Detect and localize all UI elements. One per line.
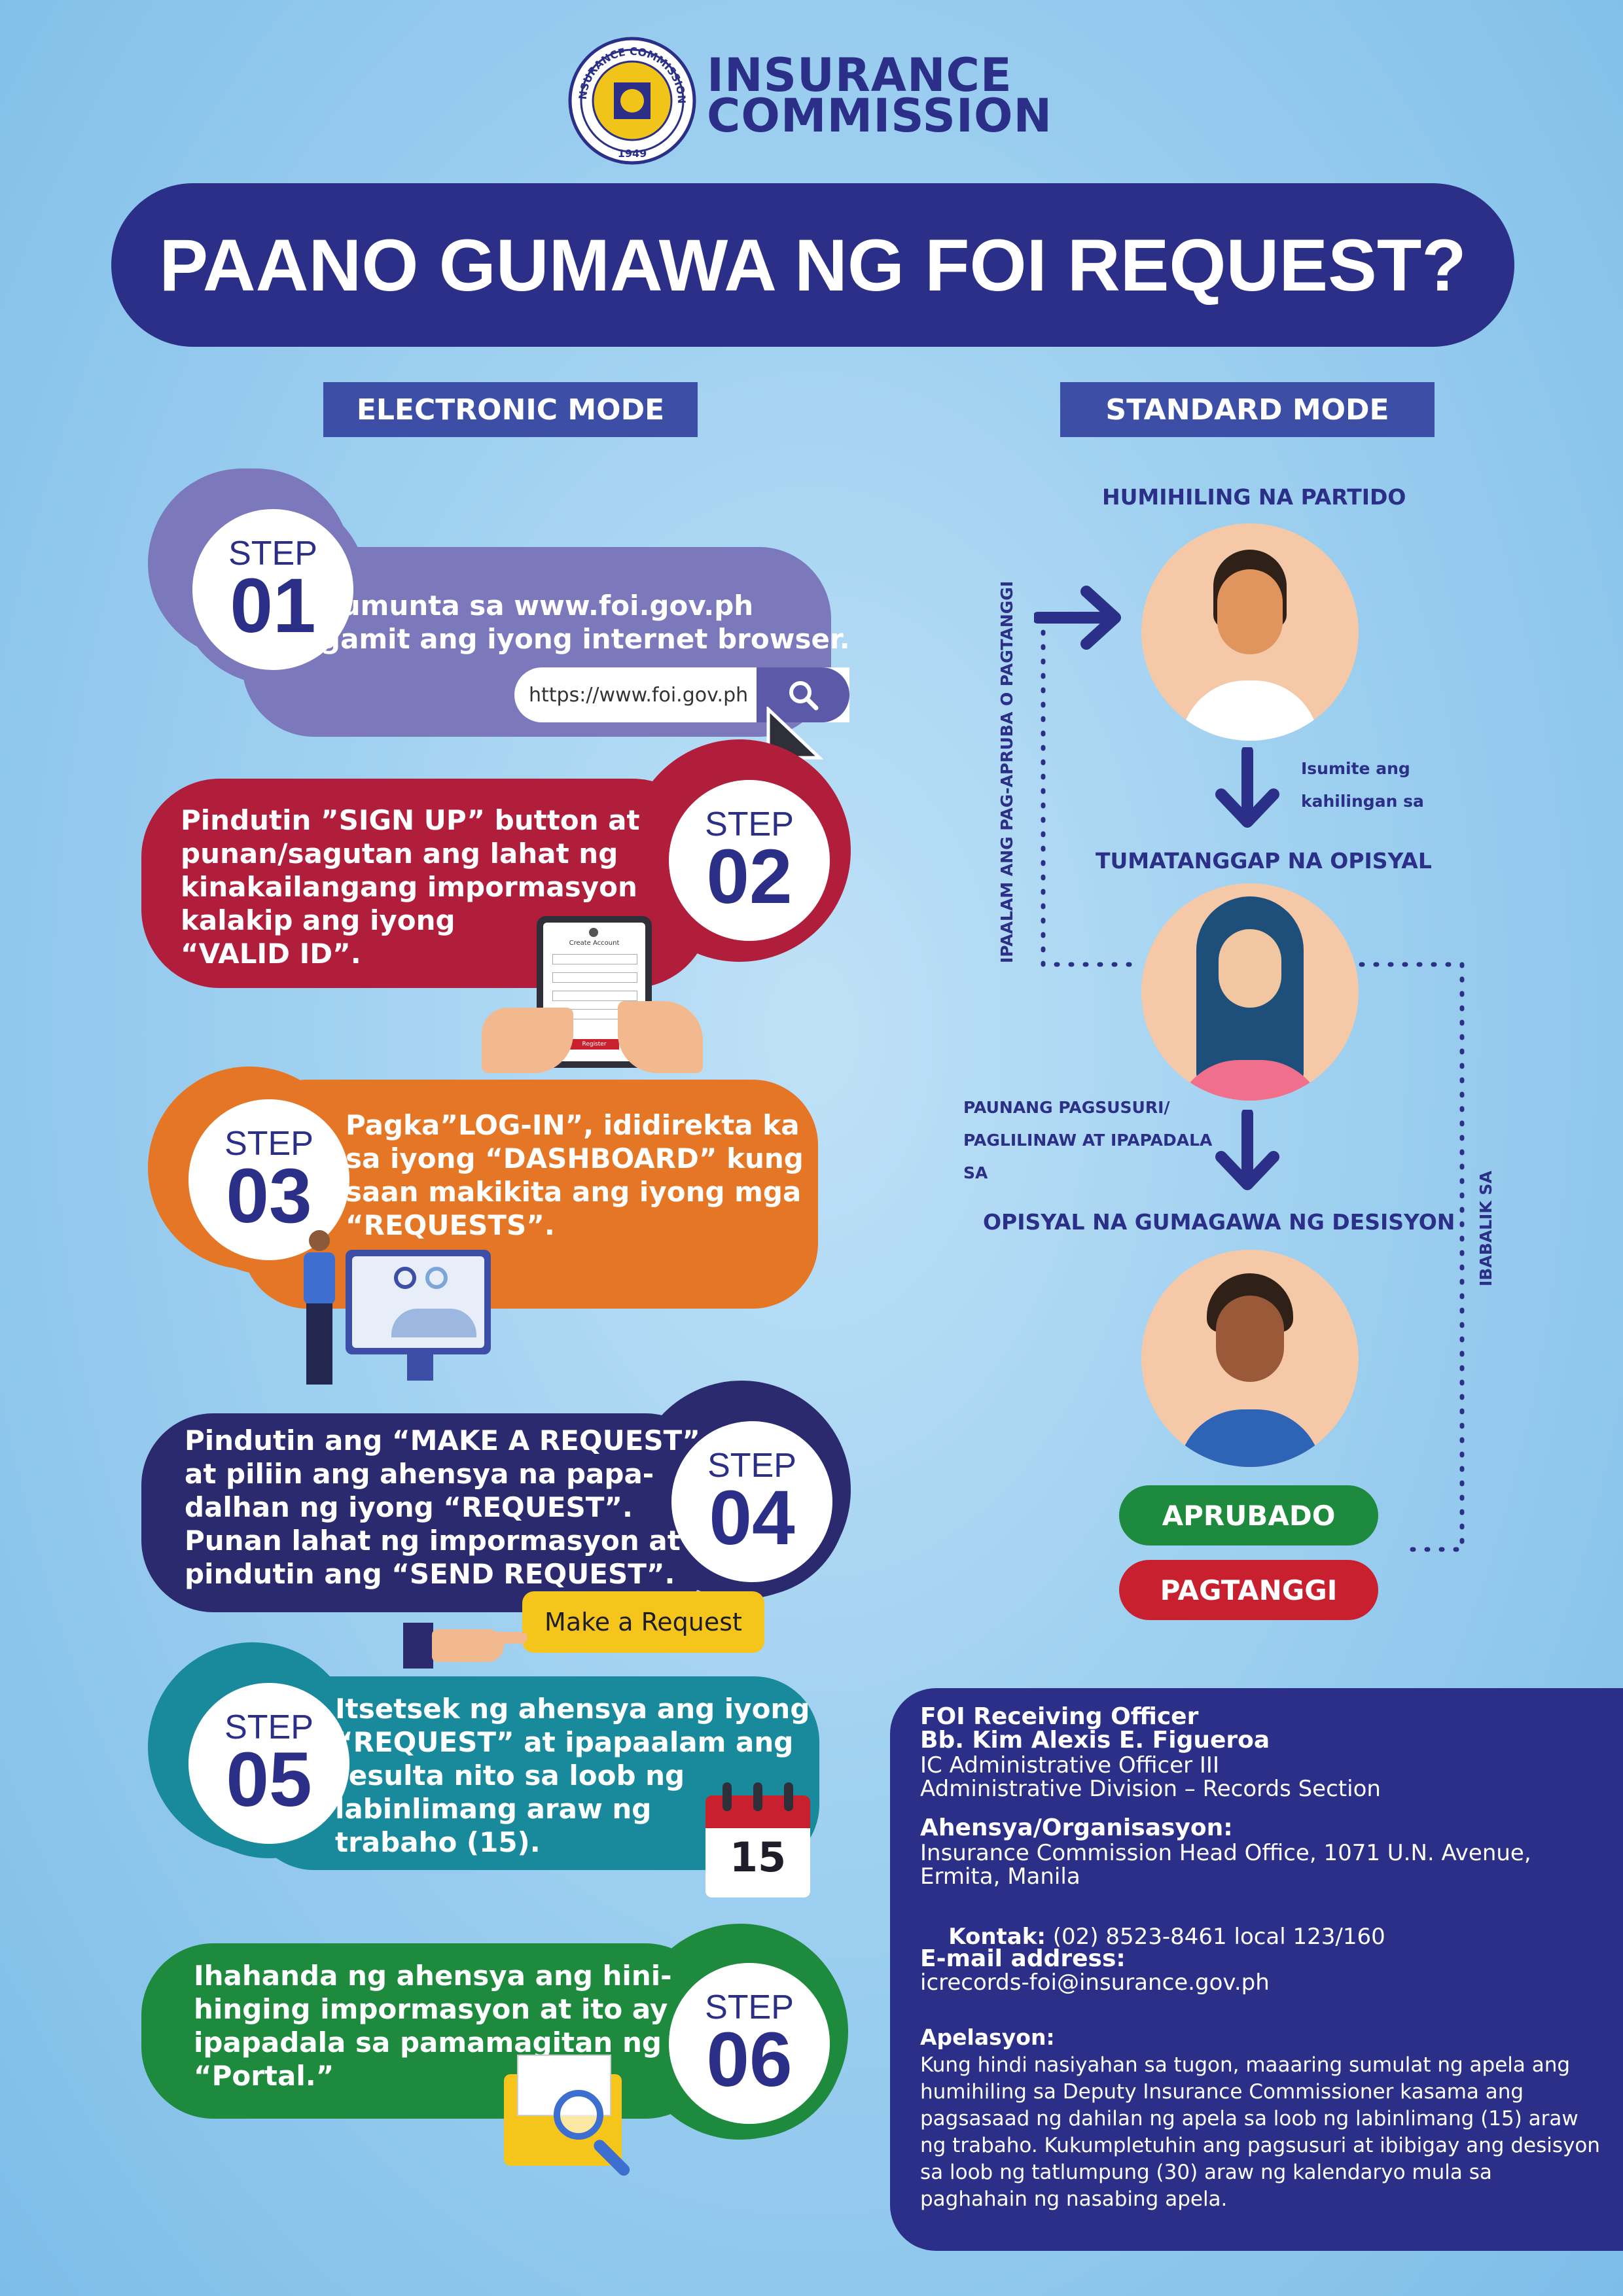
step-03-text: Pagka”LOG-IN”, ididirekta ka sa iyong “D… bbox=[346, 1109, 804, 1241]
flow-connector-lines bbox=[1041, 615, 1465, 1552]
step-04-panel-body bbox=[141, 1413, 717, 1612]
tablet-field bbox=[552, 972, 637, 983]
step-05-number: 05 bbox=[226, 1737, 312, 1823]
tablet-submit-button: Register bbox=[569, 1039, 619, 1050]
make-a-request-button[interactable]: Make a Request bbox=[522, 1591, 764, 1653]
folder-magnifier-illustration bbox=[491, 2048, 641, 2179]
chart-ring-icon bbox=[425, 1267, 448, 1289]
receiving-officer-avatar bbox=[1141, 883, 1359, 1101]
denied-status: PAGTANGGI bbox=[1119, 1560, 1378, 1620]
step-06-badge: STEP 06 bbox=[654, 1949, 844, 2138]
appeal-heading: Apelasyon: bbox=[920, 2024, 1055, 2050]
step-02-word: STEP bbox=[705, 805, 794, 843]
requesting-party-label: HUMIHILING NA PARTIDO bbox=[1102, 484, 1406, 510]
org-name-line2: COMMISSION bbox=[707, 89, 1053, 143]
standard-mode-label: STANDARD MODE bbox=[1060, 382, 1435, 437]
step-02-text: Pindutin ”SIGN UP” button at punan/sagut… bbox=[181, 804, 640, 970]
chart-area-icon bbox=[391, 1309, 476, 1337]
step-04-number: 04 bbox=[709, 1475, 795, 1561]
arrow-down-icon bbox=[1215, 1110, 1279, 1190]
svg-text:1949: 1949 bbox=[618, 147, 647, 160]
calendar-day: 15 bbox=[729, 1833, 787, 1881]
person-standing-illustration bbox=[300, 1230, 339, 1387]
contact-value: (02) 8523-8461 local 123/160 bbox=[1045, 1924, 1385, 1950]
return-vertical-label: IBABALIK SA bbox=[1476, 1171, 1495, 1286]
officer-title: IC Administrative Officer III bbox=[920, 1752, 1219, 1778]
foi-contact-info-box: FOI Receiving Officer Bb. Kim Alexis E. … bbox=[890, 1688, 1623, 2251]
step-05-text: Itsetsek ng ahensya ang iyong “REQUEST” … bbox=[335, 1693, 810, 1858]
decision-officer-label: OPISYAL NA GUMAGAWA NG DESISYON bbox=[983, 1209, 1455, 1235]
submit-note: Isumite ang kahilingan sa bbox=[1301, 759, 1424, 811]
step-05-word: STEP bbox=[224, 1708, 313, 1746]
step-06-number: 06 bbox=[706, 2017, 793, 2103]
arrow-right-icon bbox=[1034, 586, 1121, 650]
electronic-mode-label: ELECTRONIC MODE bbox=[323, 382, 698, 437]
step-01-word: STEP bbox=[228, 535, 317, 573]
step-03-number: 03 bbox=[226, 1153, 312, 1239]
agency-heading: Ahensya/Organisasyon: bbox=[920, 1814, 1233, 1841]
pointing-hand-illustration bbox=[403, 1616, 527, 1669]
search-icon bbox=[789, 681, 819, 711]
insurance-commission-seal: INSURANCE COMMISSION 1949 bbox=[566, 27, 696, 165]
monitor-stand bbox=[407, 1354, 433, 1381]
step-04-badge: STEP 04 bbox=[657, 1407, 847, 1597]
step-06-word: STEP bbox=[705, 1988, 794, 2026]
step-04-word: STEP bbox=[707, 1447, 796, 1485]
tablet-form-title: Create Account bbox=[569, 940, 620, 947]
step-03-word: STEP bbox=[224, 1125, 313, 1163]
org-name: INSURANCE COMMISSION bbox=[707, 48, 1053, 143]
decision-officer-avatar bbox=[1141, 1250, 1359, 1467]
hand-right-illustration bbox=[618, 1001, 703, 1073]
step-02-badge: STEP 02 bbox=[654, 766, 844, 955]
step-04-text: Pindutin ang “MAKE A REQUEST” at piliin … bbox=[185, 1424, 700, 1590]
calendar-icon: 15 bbox=[705, 1782, 810, 1898]
officer-name: Bb. Kim Alexis E. Figueroa bbox=[920, 1727, 1270, 1754]
step-06-text: Ihahanda ng ahensya ang hini- hinging im… bbox=[194, 1960, 672, 2092]
page-title: PAANO GUMAWA NG FOI REQUEST? bbox=[111, 183, 1514, 347]
agency-address: Insurance Commission Head Office, 1071 U… bbox=[920, 1840, 1531, 1890]
appeal-text: Kung hindi nasiyahan sa tugon, maaaring … bbox=[920, 2053, 1600, 2211]
email-heading: E-mail address: bbox=[920, 1945, 1126, 1972]
step-01-text: Pumunta sa www.foi.gov.ph gamit ang iyon… bbox=[321, 590, 850, 655]
requesting-party-avatar bbox=[1141, 523, 1359, 741]
email-value[interactable]: icrecords-foi@insurance.gov.ph bbox=[920, 1969, 1270, 1996]
dashboard-monitor-illustration bbox=[346, 1250, 491, 1354]
tablet-user-icon bbox=[589, 928, 598, 937]
notify-vertical-label: IPAALAM ANG PAG-APRUBA O PAGTANGGI bbox=[997, 580, 1016, 963]
approved-status: APRUBADO bbox=[1119, 1485, 1378, 1545]
contact-label: Kontak: bbox=[948, 1924, 1046, 1950]
contact-line: Kontak: (02) 8523-8461 local 123/160 bbox=[920, 1901, 1385, 1972]
hand-left-illustration bbox=[482, 1008, 573, 1073]
review-note: PAUNANG PAGSUSURI/ PAGLILINAW AT IPAPADA… bbox=[963, 1098, 1213, 1182]
step-01-number: 01 bbox=[230, 563, 316, 649]
browser-url: https://www.foi.gov.ph bbox=[529, 683, 749, 707]
officer-heading: FOI Receiving Officer bbox=[920, 1703, 1199, 1730]
arrow-down-icon bbox=[1215, 747, 1279, 828]
receiving-officer-label: TUMATANGGAP NA OPISYAL bbox=[1096, 848, 1432, 874]
step-02-number: 02 bbox=[706, 834, 793, 920]
officer-division: Administrative Division – Records Sectio… bbox=[920, 1776, 1381, 1802]
chart-ring-icon bbox=[394, 1267, 416, 1289]
tablet-field bbox=[552, 954, 637, 964]
dashboard-screen bbox=[352, 1256, 484, 1348]
org-name-line1: INSURANCE bbox=[707, 48, 1012, 102]
tablet-field bbox=[552, 991, 637, 1001]
